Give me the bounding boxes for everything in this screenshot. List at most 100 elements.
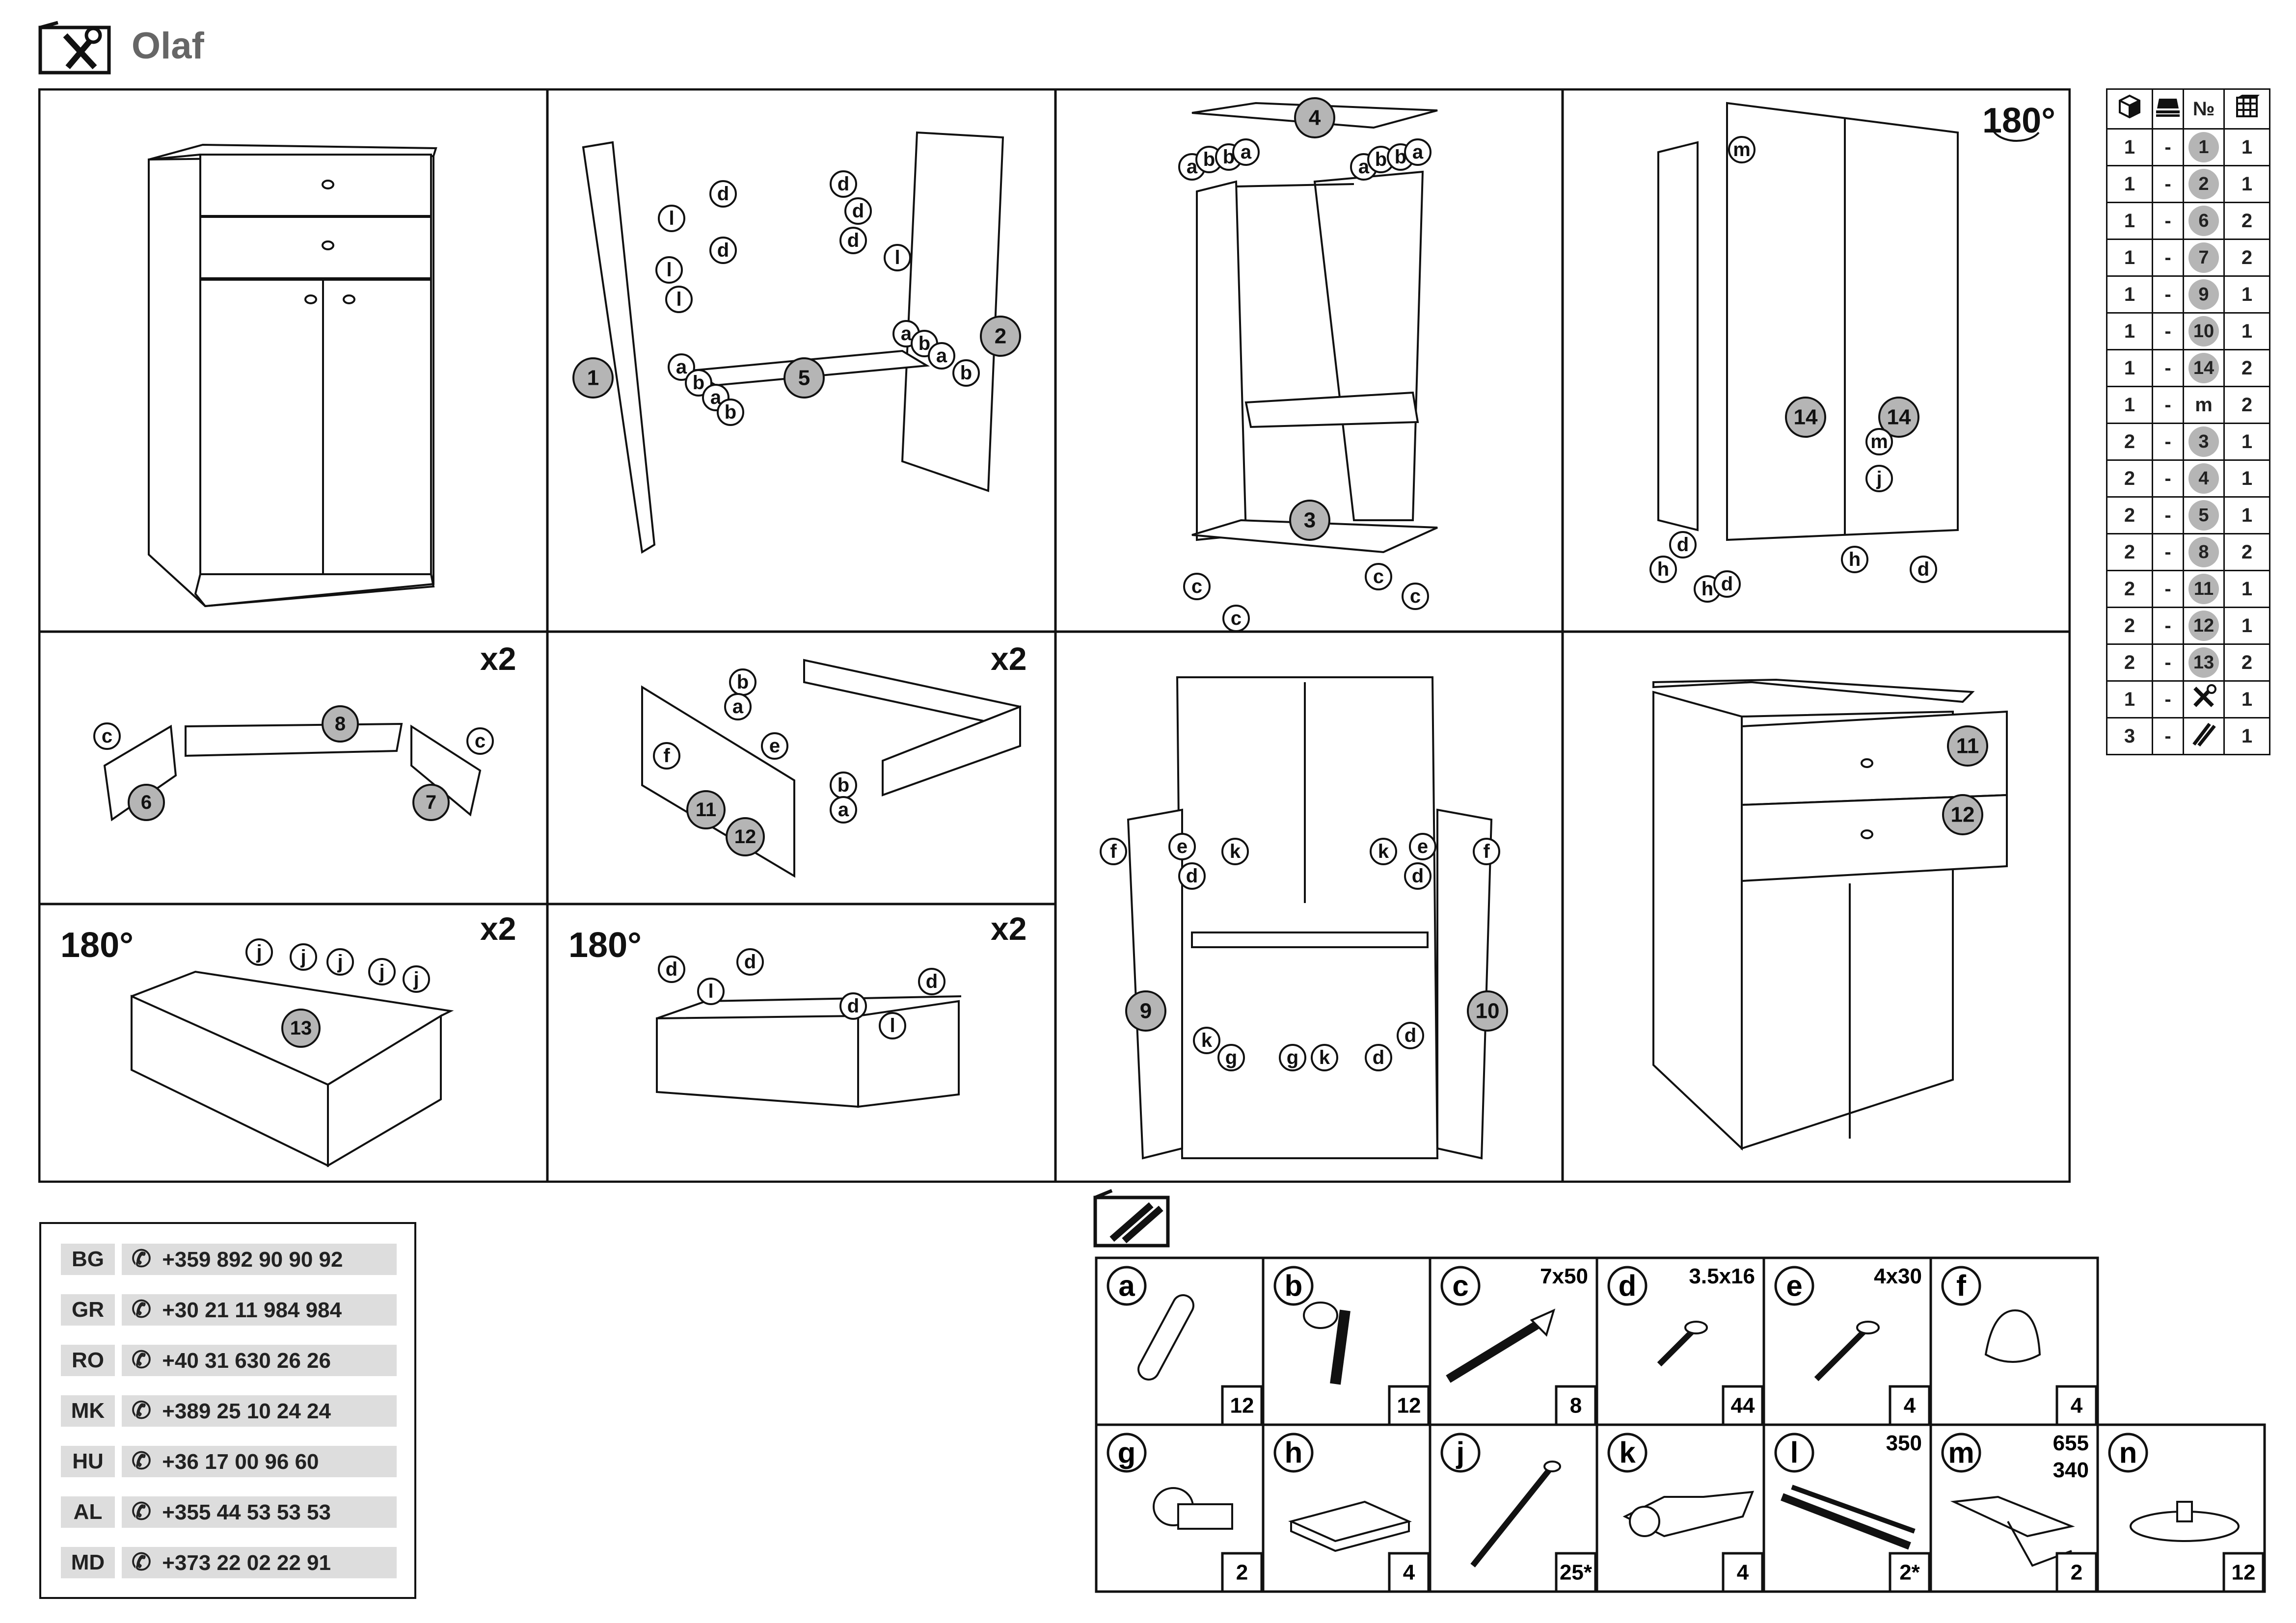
phone-number[interactable]: ✆ +373 22 02 22 91 bbox=[122, 1547, 397, 1578]
phone-number[interactable]: ✆ +36 17 00 96 60 bbox=[122, 1446, 397, 1477]
parts-number: 14 bbox=[2183, 349, 2225, 387]
phone-icon: ✆ bbox=[131, 1297, 152, 1323]
hardware-callout-e: e bbox=[761, 732, 788, 760]
svg-text:d: d bbox=[847, 230, 859, 251]
hardware-callout-a: a bbox=[1404, 138, 1432, 166]
svg-text:d: d bbox=[1619, 1270, 1637, 1303]
svg-text:c: c bbox=[102, 725, 112, 747]
phone-number[interactable]: ✆ +389 25 10 24 24 bbox=[122, 1395, 397, 1427]
svg-text:d: d bbox=[852, 200, 864, 222]
box-icon bbox=[2106, 88, 2153, 130]
parts-qty-box: 2 bbox=[2106, 533, 2153, 571]
step-8-insert-drawers: 11 12 bbox=[1652, 678, 2008, 1151]
hardware-callout-l: l bbox=[655, 256, 683, 284]
knob-icon bbox=[1984, 1309, 2041, 1363]
svg-text:4: 4 bbox=[1309, 106, 1321, 130]
parts-count: 2 bbox=[2223, 643, 2270, 682]
svg-text:e: e bbox=[1417, 836, 1428, 857]
hardware-callout-m: m bbox=[1865, 428, 1893, 455]
svg-text:b: b bbox=[837, 774, 849, 796]
hardware-callout-c: c bbox=[1402, 583, 1429, 610]
hardware-qty: 25* bbox=[1560, 1561, 1593, 1585]
hardware-callout-b: b bbox=[1195, 146, 1223, 173]
hardware-callout-g: g bbox=[1217, 1044, 1245, 1071]
svg-text:13: 13 bbox=[290, 1017, 312, 1039]
phone-number[interactable]: ✆ +355 44 53 53 53 bbox=[122, 1496, 397, 1528]
svg-text:d: d bbox=[1412, 865, 1424, 887]
parts-separator: - bbox=[2152, 496, 2184, 534]
svg-text:180°: 180° bbox=[60, 926, 134, 965]
hardware-callout-l: l bbox=[697, 978, 725, 1005]
phone-number-text: +359 892 90 90 92 bbox=[156, 1248, 343, 1272]
parts-count: 1 bbox=[2223, 570, 2270, 608]
hardware-letter: c bbox=[1440, 1266, 1481, 1306]
svg-text:a: a bbox=[1187, 156, 1198, 178]
phone-icon: ✆ bbox=[131, 1398, 152, 1424]
parts-number: 9 bbox=[2183, 275, 2225, 314]
svg-text:c: c bbox=[1231, 608, 1242, 629]
hardware-qty: 2* bbox=[1899, 1561, 1920, 1585]
parts-separator: - bbox=[2152, 423, 2184, 461]
hardware-callout-d: d bbox=[709, 180, 737, 208]
svg-text:h: h bbox=[1702, 578, 1713, 600]
svg-text:12: 12 bbox=[1951, 803, 1975, 827]
phone-number-text: +355 44 53 53 53 bbox=[156, 1500, 331, 1524]
hardware-callout-d: d bbox=[736, 948, 764, 976]
hardware-size: 3.5x16 bbox=[1689, 1264, 1755, 1288]
svg-text:b: b bbox=[725, 401, 736, 423]
parts-count: 2 bbox=[2223, 239, 2270, 277]
phone-number[interactable]: ✆ +359 892 90 90 92 bbox=[122, 1244, 397, 1275]
hardware-callout-d: d bbox=[1910, 556, 1937, 583]
svg-text:11: 11 bbox=[1956, 734, 1979, 758]
hardware-callout-m: m bbox=[1728, 136, 1756, 163]
country-code: HU bbox=[61, 1446, 115, 1477]
parts-number: m bbox=[2183, 386, 2225, 424]
phone-number[interactable]: ✆ +40 31 630 26 26 bbox=[122, 1345, 397, 1376]
svg-text:d: d bbox=[1373, 1047, 1384, 1068]
parts-number: 6 bbox=[2183, 202, 2225, 240]
hardware-callout-e: e bbox=[1168, 833, 1196, 860]
hardware-qty: 12 bbox=[1230, 1394, 1254, 1418]
hardware-qty: 4 bbox=[2071, 1394, 2083, 1418]
parts-count: 1 bbox=[2223, 423, 2270, 461]
parts-separator: - bbox=[2152, 202, 2184, 240]
svg-text:d: d bbox=[717, 183, 729, 205]
hardware-item-b: b12 bbox=[1262, 1256, 1432, 1426]
parts-qty-box: 1 bbox=[2106, 312, 2153, 350]
confirmat-screw-icon bbox=[1446, 1308, 1556, 1383]
step-1-finished-cabinet bbox=[148, 143, 437, 608]
svg-text:h: h bbox=[1285, 1437, 1303, 1469]
phone-row: GR✆ +30 21 11 984 984 bbox=[61, 1294, 400, 1326]
svg-text:k: k bbox=[1378, 841, 1389, 862]
svg-text:d: d bbox=[1186, 865, 1198, 887]
hardware-callout-j: j bbox=[1865, 465, 1893, 492]
parts-number-value: 11 bbox=[2188, 574, 2219, 604]
hardware-letter: j bbox=[1440, 1433, 1481, 1473]
phone-icon: ✆ bbox=[131, 1448, 152, 1474]
svg-text:l: l bbox=[894, 247, 900, 268]
screw-icon bbox=[1814, 1321, 1880, 1382]
svg-text:b: b bbox=[1375, 149, 1387, 170]
parts-qty-box: 1 bbox=[2106, 680, 2153, 718]
svg-text:b: b bbox=[1285, 1270, 1303, 1303]
parts-separator: - bbox=[2152, 680, 2184, 718]
svg-text:f: f bbox=[663, 745, 670, 767]
svg-text:d: d bbox=[1405, 1025, 1416, 1046]
phone-number[interactable]: ✆ +30 21 11 984 984 bbox=[122, 1294, 397, 1326]
parts-qty-box: 1 bbox=[2106, 275, 2153, 314]
hardware-callout-l: l bbox=[879, 1012, 906, 1039]
hardware-callout-j: j bbox=[290, 943, 317, 971]
hardware-callout-d: d bbox=[1669, 531, 1697, 559]
phone-icon: ✆ bbox=[131, 1347, 152, 1373]
hardware-size: 655 bbox=[2053, 1431, 2089, 1455]
svg-text:g: g bbox=[1287, 1047, 1298, 1068]
hardware-callout-d: d bbox=[1713, 570, 1741, 598]
svg-text:a: a bbox=[710, 387, 722, 408]
hardware-item-j: j 25* bbox=[1429, 1423, 1598, 1593]
